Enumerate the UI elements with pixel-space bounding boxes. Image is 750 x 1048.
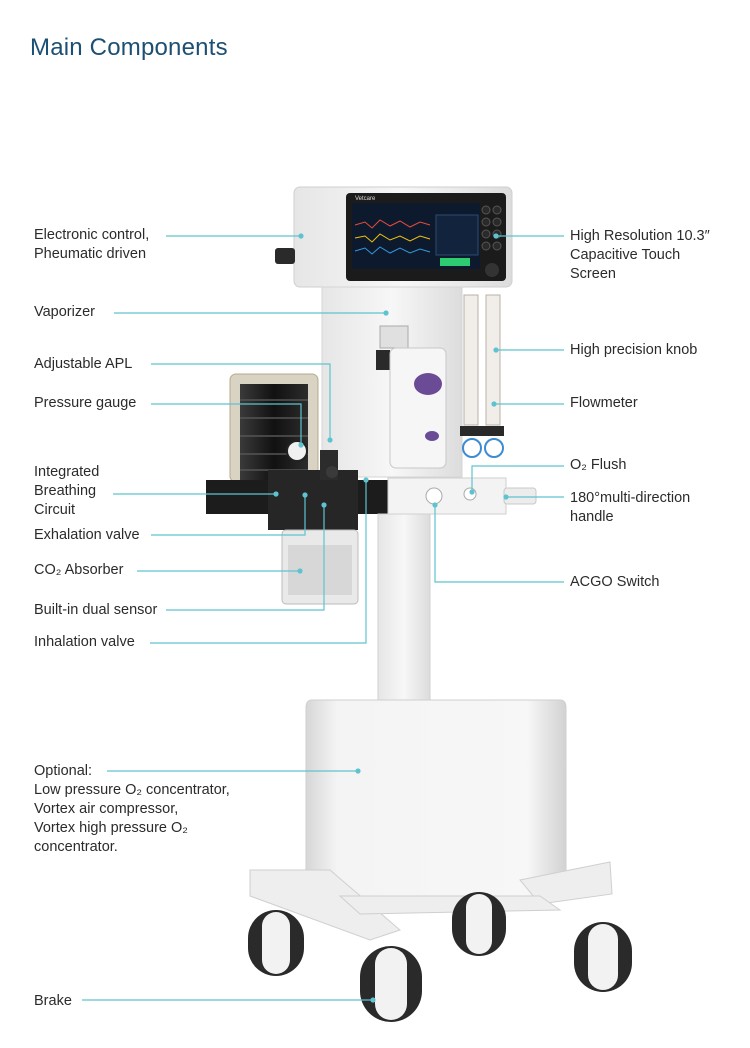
label-adjustable-apl: Adjustable APL [34, 356, 133, 372]
caster-wheels [248, 892, 632, 1022]
label-vaporizer: Vaporizer [34, 304, 95, 320]
base-frame [249, 861, 613, 941]
label-co2-absorber: CO₂ Absorber [34, 562, 124, 578]
label-acgo-switch: ACGO Switch [570, 574, 660, 590]
label-line: Vortex air compressor, [34, 801, 179, 817]
label-o2-flush: O₂ Flush [570, 457, 627, 473]
label-pressure-gauge: Pressure gauge [34, 395, 137, 411]
work-shelf-and-handle [387, 477, 537, 515]
label-optional: Optional: Low pressure O₂ concentrator, … [34, 762, 230, 857]
label-line: handle [570, 509, 614, 525]
label-line: Integrated [34, 464, 100, 480]
label-line: Capacitive Touch [570, 247, 681, 263]
breathing-circuit-block [206, 450, 388, 530]
label-inhalation-valve: Inhalation valve [34, 634, 135, 650]
pressure-gauge-dial [286, 440, 308, 462]
label-line: Circuit [34, 502, 76, 518]
label-brake: Brake [34, 993, 72, 1009]
label-line: Optional: [34, 763, 93, 779]
label-handle: 180°multi-direction handle [570, 489, 690, 527]
label-screen: High Resolution 10.3″ Capacitive Touch S… [570, 227, 710, 284]
label-dual-sensor: Built-in dual sensor [34, 602, 158, 618]
label-line: High Resolution 10.3″ [570, 228, 710, 244]
flowmeter-tubes [460, 294, 504, 458]
label-line: Breathing [34, 483, 97, 499]
support-pole [377, 513, 431, 705]
control-knob [485, 263, 499, 277]
label-line: Vortex high pressure O₂ [34, 820, 188, 836]
label-precision-knob: High precision knob [570, 342, 698, 358]
label-line: Screen [570, 266, 616, 282]
label-line: Pheumatic driven [34, 246, 147, 262]
label-exhalation-valve: Exhalation valve [34, 527, 140, 543]
label-line: 180°multi-direction [570, 490, 691, 506]
co2-absorber-canister [281, 529, 359, 605]
label-line: Low pressure O₂ concentrator, [34, 782, 230, 798]
monitor-housing: Vetcare [275, 186, 513, 288]
page-title: Main Components [30, 34, 228, 61]
leader-lines [82, 235, 564, 1001]
bellows-canister [229, 373, 319, 483]
screen-waveforms [354, 214, 479, 266]
vaporizer-unit [376, 325, 447, 469]
label-line: Electronic control, [34, 227, 150, 243]
brand-logo: Vetcare [355, 196, 376, 202]
label-line: concentrator. [34, 839, 118, 855]
label-electronic-control: Electronic control, Pheumatic driven [34, 226, 149, 264]
lower-cabinet [305, 699, 567, 899]
label-breathing-circuit: Integrated Breathing Circuit [34, 463, 99, 520]
label-flowmeter: Flowmeter [570, 395, 638, 411]
side-grip [275, 248, 295, 264]
leader-dots [273, 233, 509, 1003]
